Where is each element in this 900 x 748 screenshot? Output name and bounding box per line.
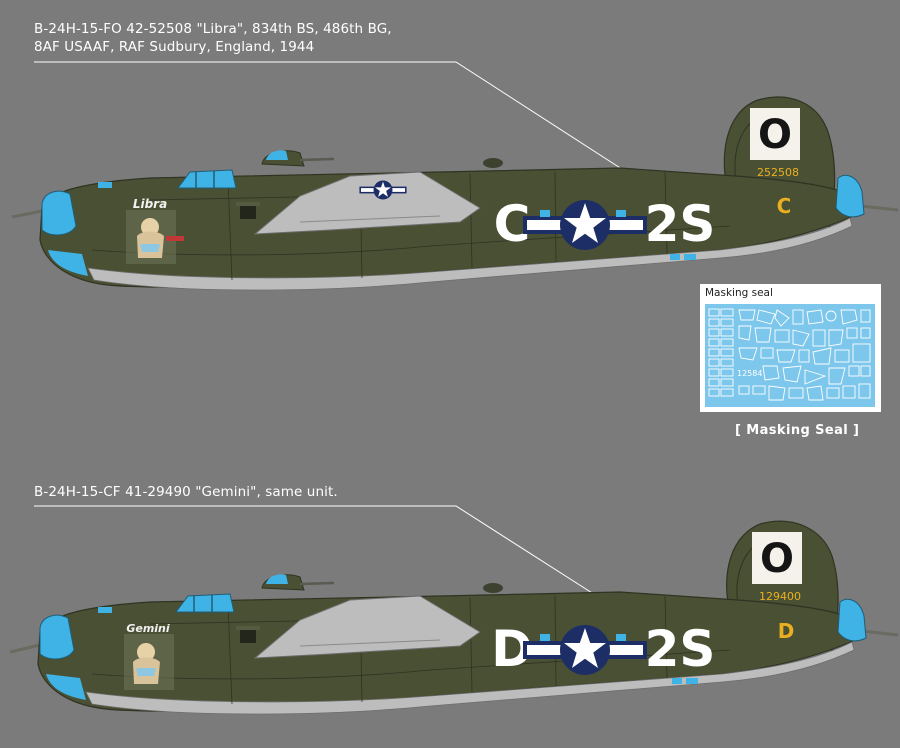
profile-1-tail-code: C: [777, 194, 792, 218]
masking-seal-sheet: 12584: [705, 304, 875, 407]
profile-1-tail-letter: O: [758, 112, 792, 158]
profile-2-nose-art: Gemini: [124, 622, 174, 690]
profile-1-nose-art: Libra: [126, 197, 184, 264]
profile-2-tail-letter: O: [760, 536, 794, 582]
masking-seal-cutouts: 12584: [708, 308, 871, 401]
profile-2-caption: B-24H-15-CF 41-29490 "Gemini", same unit…: [34, 483, 454, 501]
profile-1-caption-line2: 8AF USAAF, RAF Sudbury, England, 1944: [34, 39, 315, 55]
profile-1-tail-square: [750, 108, 800, 160]
profile-1-caption: B-24H-15-FO 42-52508 "Libra", 834th BS, …: [34, 20, 454, 56]
profile-2-fuselage-code: 2S: [645, 620, 716, 678]
profile-1-caption-line1: B-24H-15-FO 42-52508 "Libra", 834th BS, …: [34, 21, 392, 37]
profile-2-nose-art-name: Gemini: [126, 622, 170, 635]
profile-2-tail-code: D: [778, 619, 795, 643]
profile-1-fuselage-code: 2S: [645, 195, 716, 253]
masking-seal-sheet-text: 12584: [737, 369, 762, 378]
aircraft-profile-2: D 2S O 129400 D Gemini: [9, 520, 899, 715]
profile-2-caption-line1: B-24H-15-CF 41-29490 "Gemini", same unit…: [34, 484, 338, 500]
profile-1-leader-line: [34, 61, 629, 174]
masking-seal-title: Masking seal: [705, 287, 773, 299]
profile-1-nose-art-name: Libra: [133, 197, 167, 211]
profile-2-tail-square: [752, 532, 802, 584]
masking-seal-label: [ Masking Seal ]: [735, 423, 860, 438]
profile-2-tail-serial: 129400: [759, 590, 801, 603]
profile-2-leader-line: [34, 505, 601, 599]
profile-1-tail-serial: 252508: [757, 166, 799, 179]
aircraft-profile-1: C 2S O 252508 C Libra: [11, 96, 899, 291]
masking-seal-card: Masking seal: [700, 284, 881, 412]
